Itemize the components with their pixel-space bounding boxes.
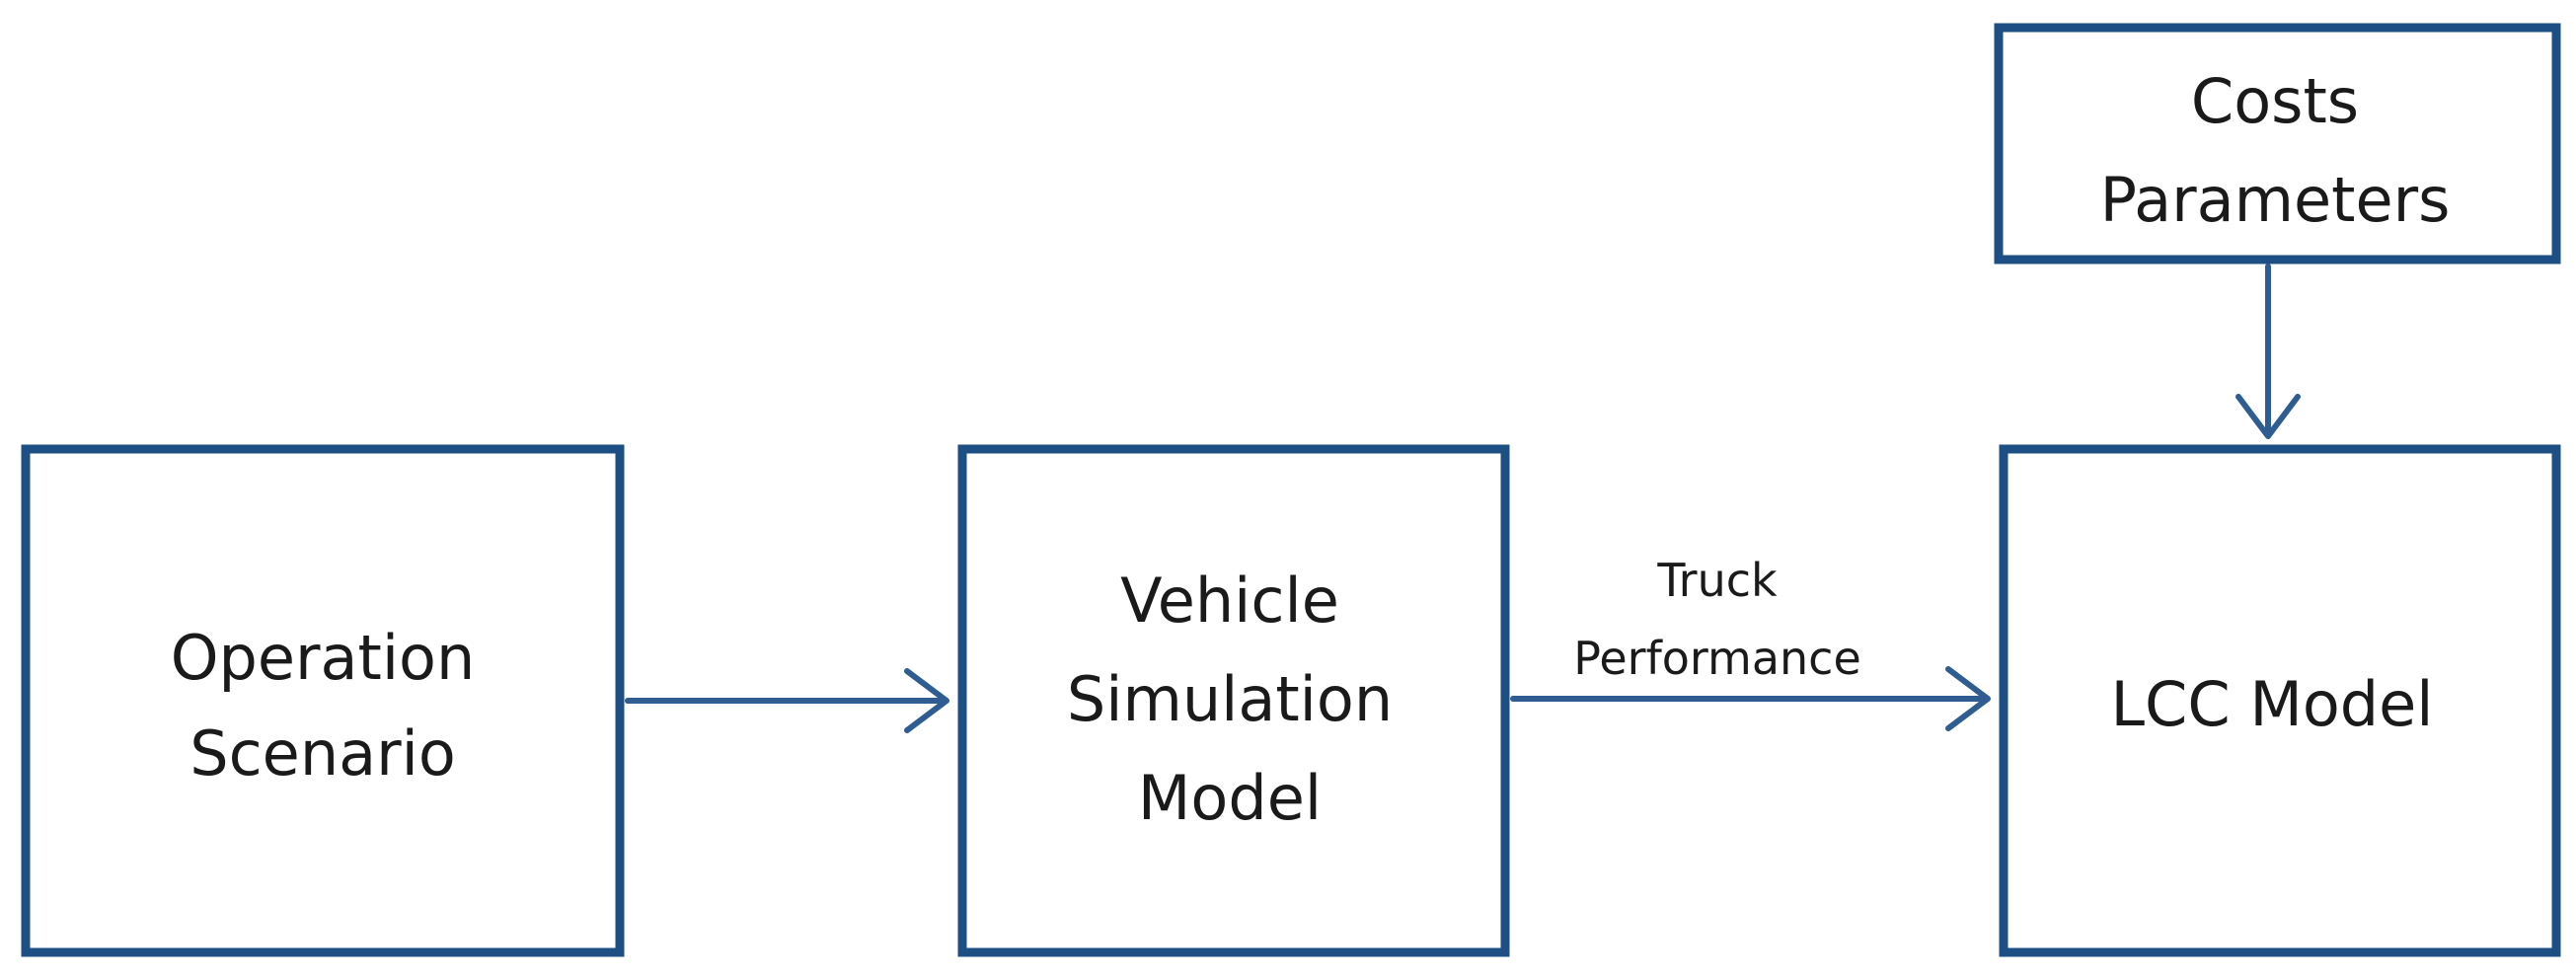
node-vehicle-simulation-model-label-line1: Vehicle [1120, 565, 1339, 637]
node-costs-parameters: Costs Parameters [1994, 23, 2561, 264]
node-operation-scenario: Operation Scenario [21, 444, 625, 957]
edge-costs-to-lcc-arrowhead [2235, 394, 2301, 439]
node-costs-parameters-box [1994, 23, 2561, 264]
edge-vehicle-to-lcc-label-line1: Truck [1656, 554, 1778, 607]
edge-vehicle-to-lcc-label-line2: Performance [1573, 632, 1861, 685]
node-lcc-model: LCC Model [1999, 444, 2561, 957]
edge-vehicle-to-lcc-arrowhead [1945, 666, 1991, 731]
node-operation-scenario-box [21, 444, 625, 957]
node-vehicle-simulation-model-label-line2: Simulation [1067, 663, 1393, 735]
node-operation-scenario-label-line1: Operation [171, 622, 476, 694]
edge-operation-to-vehicle-arrowhead [904, 668, 949, 733]
node-costs-parameters-label-line1: Costs [2191, 65, 2359, 137]
edge-vehicle-to-lcc: Truck Performance [1510, 554, 1991, 731]
node-vehicle-simulation-model-label-line3: Model [1138, 762, 1322, 834]
edge-operation-to-vehicle [625, 668, 949, 733]
node-lcc-model-box [1999, 444, 2561, 957]
node-lcc-model-label: LCC Model [2111, 668, 2434, 740]
node-costs-parameters-label-line2: Parameters [2100, 164, 2451, 236]
edge-costs-to-lcc [2235, 264, 2301, 439]
node-vehicle-simulation-model: Vehicle Simulation Model [957, 444, 1510, 957]
node-operation-scenario-label-line2: Scenario [189, 717, 456, 790]
node-vehicle-simulation-model-box [957, 444, 1510, 957]
